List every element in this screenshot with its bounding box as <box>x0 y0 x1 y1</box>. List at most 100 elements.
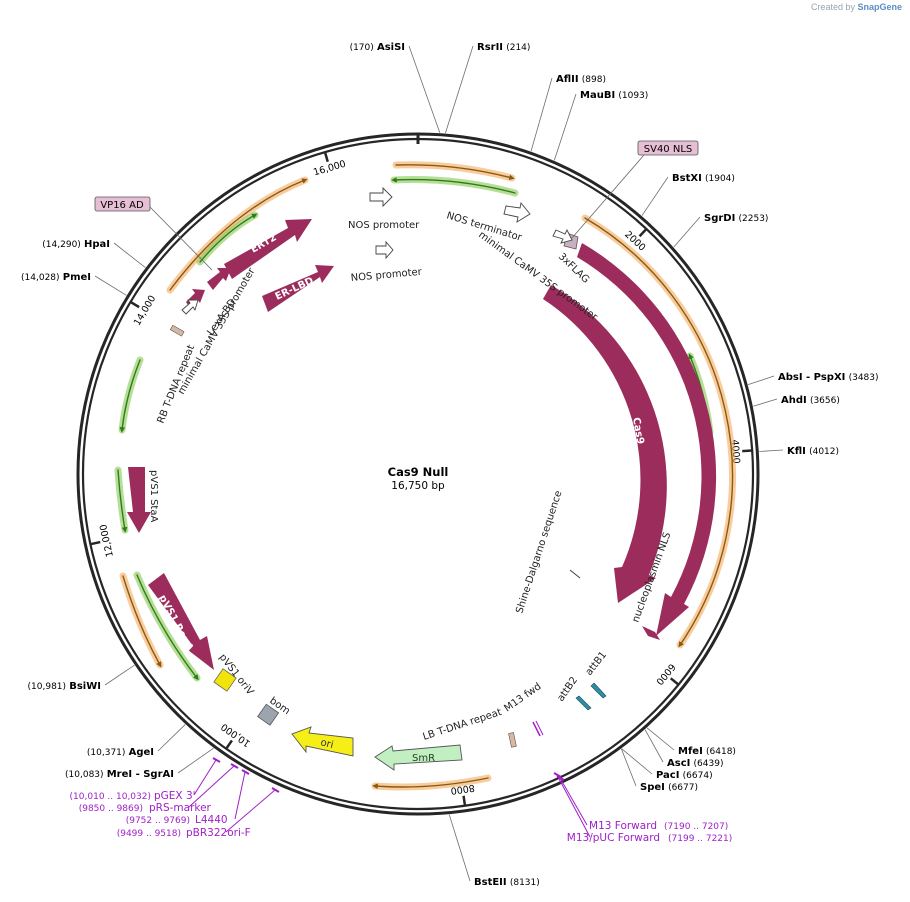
site-name: MreI - SgrAI <box>107 769 174 780</box>
ruler-tick <box>742 449 753 453</box>
site-position: (14,290) <box>42 240 81 250</box>
restriction-site-label: (10,371) AgeI <box>87 747 154 758</box>
attb2-label: attB2 <box>555 675 580 704</box>
site-position: (14,028) <box>21 273 60 283</box>
ruler-tick-label: 14,000 <box>132 294 159 328</box>
restriction-site-label: AscI (6439) <box>667 758 723 769</box>
sv40-nls-leader <box>571 154 645 239</box>
ruler-tick <box>129 300 140 309</box>
pvs1-staa-label: pVS1 StaA <box>148 470 159 522</box>
site-name: PmeI <box>63 272 91 283</box>
ruler-tick-label: 16,000 <box>312 159 347 179</box>
attb2-marker <box>575 695 592 711</box>
site-leader <box>747 375 775 386</box>
ruler-tick <box>462 795 467 806</box>
ruler-tick <box>90 540 101 546</box>
site-position: (3656) <box>810 396 840 406</box>
site-name: AhdI <box>781 395 807 406</box>
ori-label: ori <box>319 737 334 751</box>
shine-dalgarno-label: Shine-Dalgarno sequence <box>514 489 564 615</box>
green-arc-left-upper <box>118 356 144 434</box>
site-position: (1904) <box>705 174 735 184</box>
primer-site-mark <box>241 769 250 775</box>
site-name: AgeI <box>129 747 154 758</box>
ruler-tick <box>225 739 233 750</box>
site-name: SpeI <box>640 782 665 793</box>
restriction-site-label: AflII (898) <box>556 74 606 85</box>
restriction-site-label: AhdI (3656) <box>781 395 840 406</box>
site-name: MfeI <box>678 746 703 757</box>
site-leader <box>177 747 214 774</box>
site-position: (214) <box>506 43 530 53</box>
primer-position: (10,010 .. 10,032) <box>70 792 151 802</box>
site-position: (6674) <box>683 771 713 781</box>
restriction-site-label: MfeI (6418) <box>678 746 736 757</box>
restriction-site-label: MauBI (1093) <box>580 90 648 101</box>
sv40-nls-label: SV40 NLS <box>644 144 693 155</box>
site-name: BsiWI <box>69 681 101 692</box>
ert2-arrow <box>224 219 312 279</box>
site-leader <box>641 176 669 216</box>
lb-label: LB T-DNA repeat <box>422 707 504 743</box>
pvs1-repa-arrow <box>148 573 214 670</box>
primer-position: (7199 .. 7221) <box>668 834 732 844</box>
site-position: (1093) <box>618 91 648 101</box>
smr-arrow <box>374 744 463 771</box>
restriction-site-label: BstEII (8131) <box>474 877 540 888</box>
ruler-tick <box>638 228 648 238</box>
site-leader <box>621 748 653 775</box>
site-leader <box>759 449 784 452</box>
sv40-nls-box <box>637 140 699 156</box>
primer-position: (7190 .. 7207) <box>664 822 728 832</box>
nos-promoter-top-label: NOS promoter <box>348 220 420 231</box>
primer-name: pRS-marker <box>149 802 212 814</box>
site-position: (898) <box>582 75 606 85</box>
site-name: AsiSI <box>377 42 405 53</box>
shine-dalgarno-tick <box>569 569 581 579</box>
site-name: AbsI - PspXI <box>778 372 845 383</box>
primer-leader <box>225 789 276 833</box>
restriction-site-label: (10,981) BsiWI <box>28 681 101 692</box>
site-position: (3483) <box>849 373 879 383</box>
restriction-site-label: RsrII (214) <box>477 42 530 53</box>
vp16-ad-box <box>94 196 151 212</box>
primer-name: L4440 <box>195 814 228 826</box>
site-name: SgrDI <box>704 213 735 224</box>
site-position: (170) <box>350 43 374 53</box>
site-name: BstXI <box>672 173 702 184</box>
restriction-site-label: BstXI (1904) <box>672 173 735 184</box>
restriction-site-label: KflI (4012) <box>787 446 839 457</box>
site-name: AscI <box>667 758 690 769</box>
site-leader <box>644 729 664 763</box>
ruler-tick <box>669 677 680 686</box>
site-leader <box>530 77 553 152</box>
pvs1-oriv-box <box>213 668 237 692</box>
attb1-label: attB1 <box>584 650 609 678</box>
vp16-ad-label: VP16 AD <box>100 200 144 211</box>
nos-promoter-mid-arrow <box>375 240 394 260</box>
site-leader <box>553 93 577 161</box>
attb1-marker <box>590 682 607 699</box>
restriction-site-label: (170) AsiSI <box>350 42 405 53</box>
site-position: (8131) <box>510 878 540 888</box>
site-leader <box>673 216 701 248</box>
restriction-site-label: (14,290) HpaI <box>42 239 110 250</box>
site-name: AflII <box>556 74 579 85</box>
site-leader <box>104 664 135 686</box>
site-leader <box>445 45 474 134</box>
primer-leader <box>193 759 217 796</box>
m13fwd-label: M13 fwd <box>502 681 543 714</box>
primer-position: (9499 .. 9518) <box>117 829 181 839</box>
er-lbd-label: ER-LBD <box>274 275 316 302</box>
pvs1-staa-arrow <box>127 467 151 533</box>
primer-site-mark <box>553 772 562 778</box>
primer-leader <box>188 765 235 808</box>
plasmid-length: 16,750 bp <box>391 480 445 492</box>
restriction-site-label: AbsI - PspXI (3483) <box>778 372 879 383</box>
cas9-inner-arrow <box>543 285 667 603</box>
lb-repeat-box <box>508 732 517 748</box>
site-name: BstEII <box>474 877 507 888</box>
ruler-tick-label: 6000 <box>653 661 677 687</box>
snapgene-brand: SnapGene <box>857 2 902 12</box>
